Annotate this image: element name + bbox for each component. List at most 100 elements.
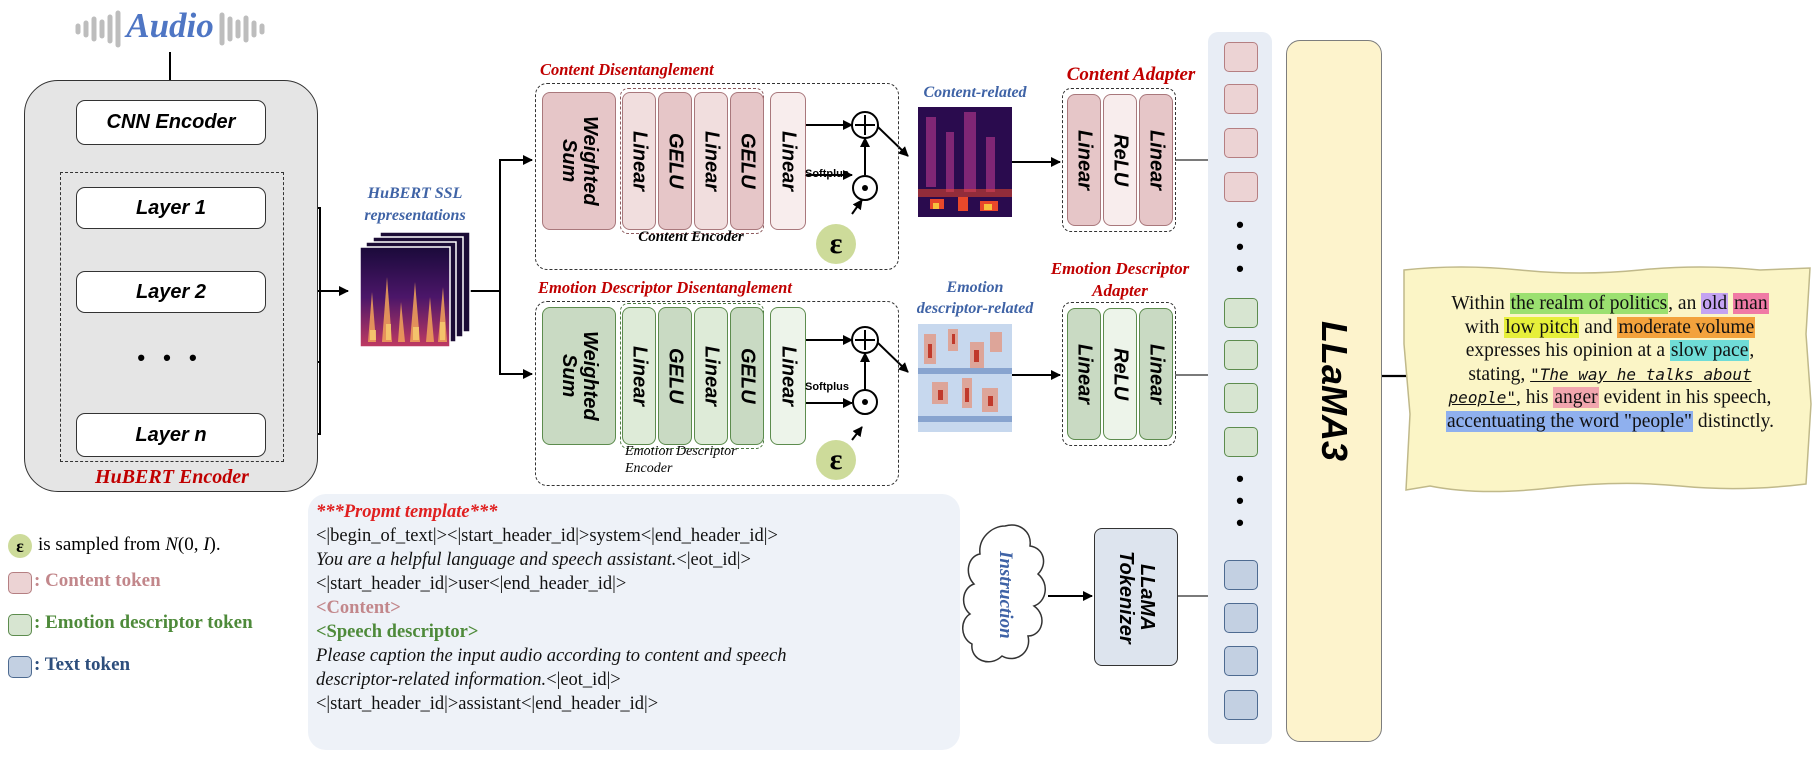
legend-emotion-token: : Emotion descriptor token	[34, 612, 253, 633]
emotion-gelu-2: GELU	[730, 307, 764, 445]
emotion-disentanglement-group	[535, 301, 899, 486]
emotion-adapter-relu: ReLU	[1103, 308, 1137, 440]
hubert-layer-1: Layer 1	[76, 187, 266, 229]
emotion-softplus-label: Softplus	[805, 381, 849, 393]
prompt-descriptor-placeholder: <Speech descriptor>	[316, 622, 479, 642]
prompt-line-8: <|start_header_id|>assistant<|end_header…	[316, 694, 659, 714]
content-token	[1224, 84, 1258, 114]
emotion-gelu-1: GELU	[658, 307, 692, 445]
prompt-template-panel	[308, 494, 960, 750]
emotion-output-linear: Linear	[770, 307, 806, 445]
content-token	[1224, 42, 1258, 72]
legend-text-token: : Text token	[34, 654, 131, 675]
legend-epsilon-icon: ε	[8, 534, 32, 558]
instruction-label: Instruction	[995, 551, 1016, 639]
content-disentanglement-group	[535, 83, 899, 270]
caption-line-1: Within the realm of politics, an old man	[1451, 293, 1769, 314]
instruction-label-wrap: Instruction	[960, 520, 1050, 670]
llama-tokenizer-block: LLaMA Tokenizer	[1094, 528, 1178, 666]
caption-line-6: accentuating the word "people" distinctl…	[1445, 410, 1775, 432]
hl-man: man	[1733, 293, 1769, 314]
content-gelu-1: GELU	[658, 92, 692, 230]
llama3-block: LLaMA3	[1286, 40, 1382, 742]
hubert-layers-group	[60, 172, 284, 462]
audio-waveform-icon	[75, 10, 265, 48]
hubert-layer-n: Layer n	[76, 413, 266, 457]
content-softplus-label: Softplus	[805, 168, 849, 180]
text-token	[1224, 560, 1258, 590]
text-token	[1224, 603, 1258, 633]
hl-pitch: low pitch	[1504, 316, 1580, 338]
caption-line-5: people", his anger evident in his speech…	[1448, 387, 1772, 408]
hl-politics: the realm of politics	[1509, 293, 1669, 314]
emotion-weighted-sum: Weighted Sum	[542, 307, 616, 445]
emotion-linear-2: Linear	[694, 307, 728, 445]
arrow-ssl-emotion	[499, 291, 533, 379]
emotion-linear-1: Linear	[622, 307, 656, 445]
hl-volume: moderate volume	[1617, 316, 1756, 338]
content-adapter-title: Content Adapter	[1066, 64, 1196, 85]
audio-title: Audio	[126, 6, 214, 45]
content-adapter-linear-2: Linear	[1139, 94, 1173, 226]
content-output-linear: Linear	[770, 92, 806, 230]
content-gelu-2: GELU	[730, 92, 764, 230]
caption-quote: "The way he talks about	[1530, 364, 1752, 384]
content-adapter-linear-1: Linear	[1067, 94, 1101, 226]
content-related-title: Content-related	[923, 84, 1027, 101]
emotion-token	[1224, 427, 1258, 457]
content-weighted-sum: Weighted Sum	[542, 92, 616, 230]
llama3-label: LLaMA3	[1314, 320, 1355, 461]
emotion-token	[1224, 340, 1258, 370]
hl-old: old	[1701, 293, 1729, 314]
prompt-line-6: Please caption the input audio according…	[316, 646, 787, 666]
content-linear-2: Linear	[694, 92, 728, 230]
cnn-encoder-block: CNN Encoder	[76, 100, 266, 145]
content-epsilon-icon: ε	[816, 224, 856, 264]
emotion-token	[1224, 298, 1258, 328]
content-token	[1224, 172, 1258, 202]
prompt-template: ***Propmt template*** <|begin_of_text|><…	[316, 500, 786, 716]
caption-line-3: expresses his opinion at a slow pace,	[1465, 340, 1755, 361]
legend-text-swatch	[8, 656, 32, 678]
prompt-line-1: <|begin_of_text|><|start_header_id|>syst…	[316, 526, 778, 546]
caption-line-4: stating, "The way he talks about	[1468, 363, 1752, 385]
hubert-encoder-title: HuBERT Encoder	[95, 466, 249, 488]
content-linear-1: Linear	[622, 92, 656, 230]
legend-content-token: : Content token	[34, 570, 161, 591]
prompt-line-2: You are a helpful language and speech as…	[316, 550, 751, 570]
emotion-disentanglement-title: Emotion Descriptor Disentanglement	[538, 278, 792, 297]
hubert-layer-2: Layer 2	[76, 271, 266, 313]
emotion-adapter-linear-2: Linear	[1139, 308, 1173, 440]
content-disentanglement-title: Content Disentanglement	[540, 60, 714, 79]
legend-epsilon-note: is sampled from N(0, I).	[38, 534, 221, 555]
instruction-cloud-icon	[962, 524, 1046, 663]
prompt-content-placeholder: <Content>	[316, 598, 401, 618]
emotion-token	[1224, 383, 1258, 413]
output-caption: Within the realm of politics, an old man…	[1410, 292, 1810, 433]
text-token	[1224, 646, 1258, 676]
emotion-adapter-linear-1: Linear	[1067, 308, 1101, 440]
ssl-spectrogram-stack	[360, 232, 471, 348]
emotion-feature-map	[918, 324, 1012, 432]
prompt-title: ***Propmt template***	[316, 502, 498, 522]
hl-emphasis: accentuating the word "people"	[1445, 410, 1693, 432]
hl-pace: slow pace	[1669, 340, 1750, 361]
text-token	[1224, 690, 1258, 720]
emotion-epsilon-icon: ε	[816, 440, 856, 480]
caption-line-2: with low pitch and moderate volume	[1464, 316, 1756, 338]
token-ellipsis-content: •••	[1236, 212, 1244, 281]
legend-emotion-swatch	[8, 614, 32, 636]
legend-content-swatch	[8, 572, 32, 594]
content-adapter-relu: ReLU	[1103, 94, 1137, 226]
arrow-ssl-content	[470, 155, 533, 292]
prompt-line-3: <|start_header_id|>user<|end_header_id|>	[316, 574, 627, 594]
prompt-line-7: descriptor-related information.<|eot_id|…	[316, 670, 621, 690]
layers-ellipsis: • • •	[137, 345, 203, 370]
token-ellipsis-emotion: •••	[1236, 466, 1244, 535]
content-adapter-group	[1062, 88, 1176, 232]
content-encoder-label: Content Encoder	[638, 229, 744, 245]
